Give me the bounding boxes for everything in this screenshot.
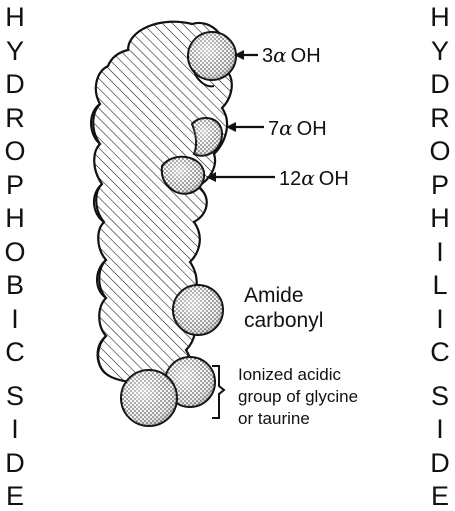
label-or-taurine: or taurine — [238, 409, 310, 428]
hydrophobic-letter-8: B — [5, 270, 24, 300]
label-group-of-glycine: group of glycine — [238, 387, 359, 406]
arrow-7-alpha-oh — [226, 122, 264, 132]
hydrophilic-letter-10: C — [430, 337, 450, 367]
hydrophobic-letter-5: P — [5, 169, 24, 200]
hydrophobic-letter-11: S — [5, 380, 24, 411]
hydrophobic-letter-12: I — [11, 414, 19, 444]
hydrophilic-letter-8: L — [432, 270, 448, 300]
hydrophilic-letter-11: S — [430, 380, 449, 411]
label-7-alpha-oh-greek: α — [279, 116, 293, 140]
hydrophilic-letter-0: H — [430, 2, 450, 32]
label-ionized-acidic: Ionized acidic — [238, 365, 342, 384]
hydroxyl-12-alpha-sphere — [160, 156, 206, 195]
arrow-3-alpha-oh — [234, 50, 258, 60]
ionized-acidic-group-spheres — [120, 356, 216, 427]
label-3-alpha-oh-number: 3 — [262, 45, 274, 67]
hydrophobic-letter-13: D — [5, 447, 25, 478]
label-7-alpha-oh-number: 7 — [268, 118, 280, 140]
hydrophilic-letter-6: H — [430, 203, 450, 233]
label-7-alpha-oh: 7α OH — [268, 116, 327, 141]
label-amide: Amide — [244, 284, 304, 307]
hydrophobic-letter-14: E — [5, 481, 24, 511]
hydrophobic-letter-0: H — [5, 2, 25, 32]
label-carbonyl: carbonyl — [244, 309, 324, 332]
hydrophobic-letter-6: H — [5, 203, 25, 233]
hydrophilic-letter-7: I — [436, 236, 444, 267]
ionized-group-bracket — [212, 365, 226, 419]
label-12-alpha-oh-greek: α — [301, 166, 315, 190]
hydrophilic-letter-1: Y — [430, 35, 449, 66]
hydrophilic-letter-2: D — [430, 69, 450, 99]
label-3-alpha-oh-group: OH — [290, 45, 321, 67]
hydrophilic-letter-5: P — [430, 169, 449, 200]
hydrophilic-letter-3: R — [430, 102, 450, 133]
amide-carbonyl-sphere — [172, 284, 224, 336]
hydrophobic-letter-9: I — [11, 303, 19, 334]
hydroxyl-3-alpha-sphere — [187, 31, 237, 88]
hydrophilic-letter-14: E — [430, 481, 449, 511]
bile-acid-molecule-model — [90, 20, 275, 427]
hydrophilic-letter-9: I — [436, 303, 444, 334]
label-12-alpha-oh-group: OH — [318, 168, 349, 190]
label-12-alpha-oh-number: 12 — [279, 168, 302, 190]
label-3-alpha-oh-greek: α — [273, 43, 287, 67]
arrow-12-alpha-oh — [206, 172, 275, 182]
hydrophobic-letter-4: O — [4, 136, 26, 166]
hydrophobic-letter-10: C — [5, 337, 25, 367]
hydrophilic-letter-4: O — [429, 136, 451, 166]
hydrophobic-letter-2: D — [5, 69, 25, 99]
label-3-alpha-oh: 3α OH — [262, 43, 321, 68]
hydroxyl-7-alpha-sphere — [190, 117, 224, 157]
hydrophilic-letter-13: D — [430, 447, 450, 478]
hydrophobic-letter-1: Y — [5, 35, 24, 66]
hydrophilic-letter-12: I — [436, 414, 444, 444]
label-12-alpha-oh: 12α OH — [279, 166, 349, 191]
hydrophobic-letter-3: R — [5, 102, 25, 133]
hydrophobic-letter-7: O — [4, 236, 26, 267]
label-7-alpha-oh-group: OH — [296, 118, 327, 140]
